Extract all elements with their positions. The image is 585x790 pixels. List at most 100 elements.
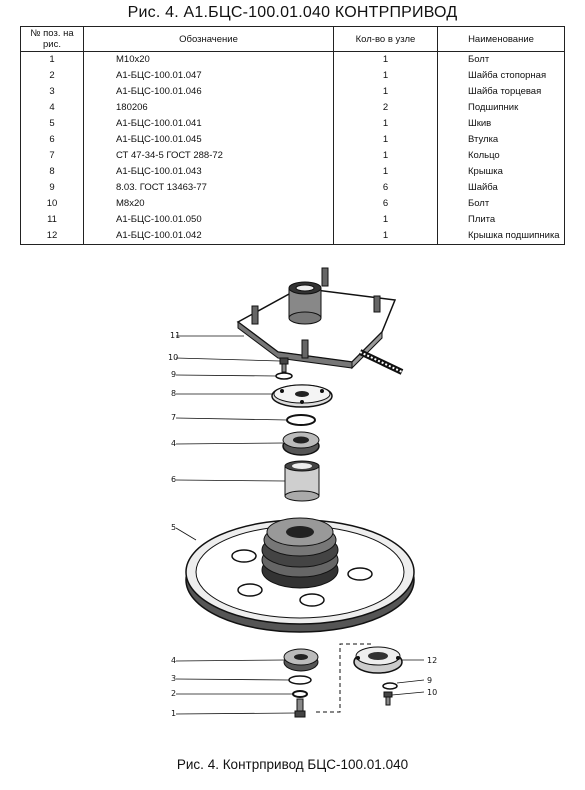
cell-name: Кольцо [437, 148, 565, 164]
cover-8 [271, 384, 333, 408]
callout-5: 5 [171, 523, 176, 532]
cell-qty: 1 [333, 116, 438, 132]
washer-9-lower [382, 682, 398, 690]
callout-10: 10 [168, 353, 178, 362]
cell-name: Болт [437, 196, 565, 212]
table-header-row: № поз. на рис. Обозначение Кол-во в узле… [20, 26, 565, 52]
callout-11: 11 [170, 331, 180, 340]
cell-qty: 1 [333, 68, 438, 84]
callout-7: 7 [171, 413, 176, 422]
bolt-10 [279, 357, 289, 373]
cell-name: Шайба стопорная [437, 68, 565, 84]
callout-6: 6 [171, 475, 176, 484]
cell-name: Плита [437, 212, 565, 228]
cell-name: Шайба торцевая [437, 84, 565, 100]
cell-designation: А1-БЦС-100.01.042 [83, 228, 334, 245]
end-washer-3 [288, 675, 312, 685]
cell-designation: А1-БЦС-100.01.041 [83, 116, 334, 132]
cell-designation: 8.03. ГОСТ 13463-77 [83, 180, 334, 196]
cell-designation: М8х20 [83, 196, 334, 212]
header-name: Наименование [437, 26, 565, 52]
plate-part [236, 267, 404, 375]
washer-9 [275, 372, 293, 380]
threaded-rod [358, 349, 404, 375]
cell-qty: 1 [333, 212, 438, 228]
callout-10-lower: 10 [427, 688, 437, 697]
leader-lines [175, 335, 425, 715]
bearing-4-top [282, 431, 320, 456]
cell-qty: 1 [333, 132, 438, 148]
callout-4-top: 4 [171, 439, 176, 448]
cell-pos: 9 [20, 180, 84, 196]
cell-designation: А1-БЦС-100.01.047 [83, 68, 334, 84]
callout-9-lower: 9 [427, 676, 432, 685]
lock-washer-2 [292, 690, 308, 698]
cell-name: Крышка [437, 164, 565, 180]
cell-designation: А1-БЦС-100.01.045 [83, 132, 334, 148]
assembly-drawing: 11 10 9 8 7 4 6 5 4 3 2 1 12 9 10 [168, 267, 437, 718]
callout-9: 9 [171, 370, 176, 379]
assembly-link [316, 643, 372, 713]
header-qty: Кол-во в узле [333, 26, 438, 52]
callout-2: 2 [171, 689, 176, 698]
sleeve-6 [284, 460, 320, 502]
bearing-cover-12 [353, 646, 403, 674]
cell-qty: 6 [333, 196, 438, 212]
callout-8: 8 [171, 389, 176, 398]
cell-designation: А1-БЦС-100.01.043 [83, 164, 334, 180]
cell-qty: 2 [333, 100, 438, 116]
cell-designation: 180206 [83, 100, 334, 116]
figure-title: Рис. 4. А1.БЦС-100.01.040 КОНТРПРИВОД [127, 4, 458, 21]
bolt-10-lower [383, 691, 393, 706]
cell-qty: 1 [333, 51, 438, 68]
cell-name: Шайба [437, 180, 565, 196]
cell-name: Втулка [437, 132, 565, 148]
cell-pos: 12 [20, 228, 84, 245]
header-pos: № поз. на рис. [20, 26, 84, 52]
cell-pos: 5 [20, 116, 84, 132]
cell-name: Подшипник [437, 100, 565, 116]
cell-designation: СТ 47-34-5 ГОСТ 288-72 [83, 148, 334, 164]
parts-table: № поз. на рис. Обозначение Кол-во в узле… [20, 26, 565, 245]
cell-pos: 8 [20, 164, 84, 180]
cell-pos: 4 [20, 100, 84, 116]
cell-qty: 1 [333, 164, 438, 180]
bearing-4-bottom [283, 648, 319, 672]
cell-designation: М10х20 [83, 51, 334, 68]
cell-pos: 7 [20, 148, 84, 164]
cell-qty: 6 [333, 180, 438, 196]
ring-7 [286, 414, 316, 426]
cell-qty: 1 [333, 228, 438, 245]
cell-name: Шкив [437, 116, 565, 132]
cell-qty: 1 [333, 148, 438, 164]
cell-pos: 11 [20, 212, 84, 228]
cell-designation: А1-БЦС-100.01.050 [83, 212, 334, 228]
callout-12: 12 [427, 656, 437, 665]
figure-caption: Рис. 4. Контрпривод БЦС-100.01.040 [176, 757, 409, 772]
cell-designation: А1-БЦС-100.01.046 [83, 84, 334, 100]
cell-qty: 1 [333, 84, 438, 100]
cell-pos: 3 [20, 84, 84, 100]
cell-pos: 6 [20, 132, 84, 148]
cell-pos: 2 [20, 68, 84, 84]
cell-name: Крышка подшипника [437, 228, 565, 245]
cell-pos: 10 [20, 196, 84, 212]
cell-pos: 1 [20, 51, 84, 68]
bolt-1 [294, 698, 306, 718]
pulley-5 [185, 517, 415, 633]
callout-3: 3 [171, 674, 176, 683]
callout-1: 1 [171, 709, 176, 718]
header-designation: Обозначение [83, 26, 334, 52]
